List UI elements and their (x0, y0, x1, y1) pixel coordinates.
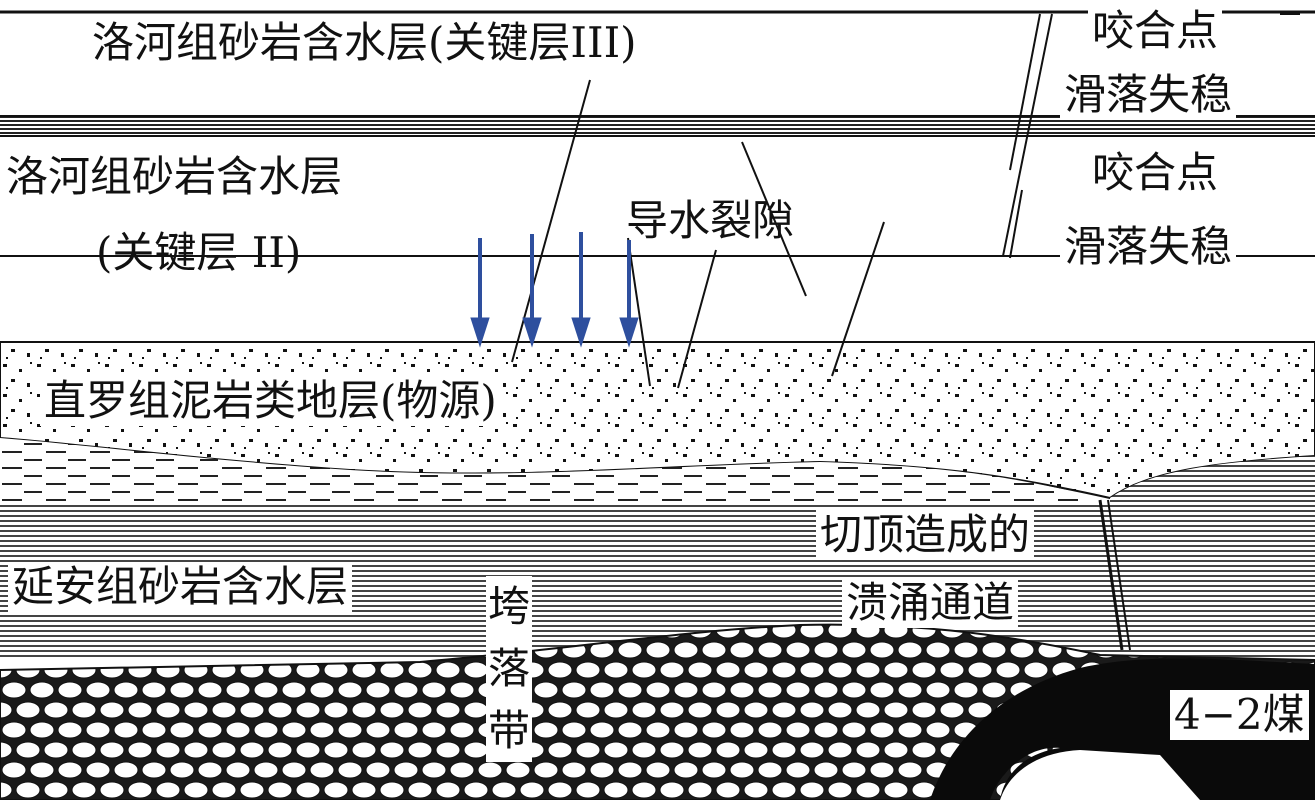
fracture-leader-1 (741, 141, 807, 297)
fracture-leader-2 (677, 249, 717, 389)
bite-point-mid-label-2: 滑落失稳 (1060, 222, 1237, 272)
roof-cut-label-2: 溃涌通道 (842, 578, 1019, 628)
bite-point-top-label-1: 咬合点 (1088, 6, 1223, 56)
water-fracture-label: 导水裂隙 (626, 196, 795, 245)
bite-point-mid-label-1: 咬合点 (1088, 148, 1223, 198)
key-layer-3-leader (511, 79, 591, 363)
key-layer-2-label-1: 洛河组砂岩含水层 (6, 152, 343, 201)
dashed-transition-layer (0, 438, 1100, 505)
mudstone-source-label: 直罗组泥岩类地层(物源) (40, 376, 501, 426)
roof-cut-channel-left (1098, 499, 1124, 651)
slip-fracture-2 (1009, 13, 1041, 171)
caving-zone-label: 垮落带 (486, 576, 532, 762)
yanan-aquifer-label: 延安组砂岩含水层 (8, 562, 353, 612)
key-layer-3-label: 洛河组砂岩含水层(关键层III) (92, 18, 637, 67)
key-layer-2-label-2: (关键层 II) (96, 228, 302, 277)
water-flow-arrows (470, 232, 639, 348)
fracture-leader-4 (627, 237, 651, 387)
bite-point-top-label-2: 滑落失稳 (1060, 70, 1237, 120)
roof-cut-channel-right (1107, 499, 1131, 651)
slip-fracture-1 (1002, 13, 1053, 257)
fracture-leader-3 (831, 221, 885, 377)
coal-seam-label: 4−2煤 (1170, 690, 1309, 740)
roof-cut-label-1: 切顶造成的 (816, 510, 1035, 560)
key-layer-3-band (0, 116, 1315, 136)
